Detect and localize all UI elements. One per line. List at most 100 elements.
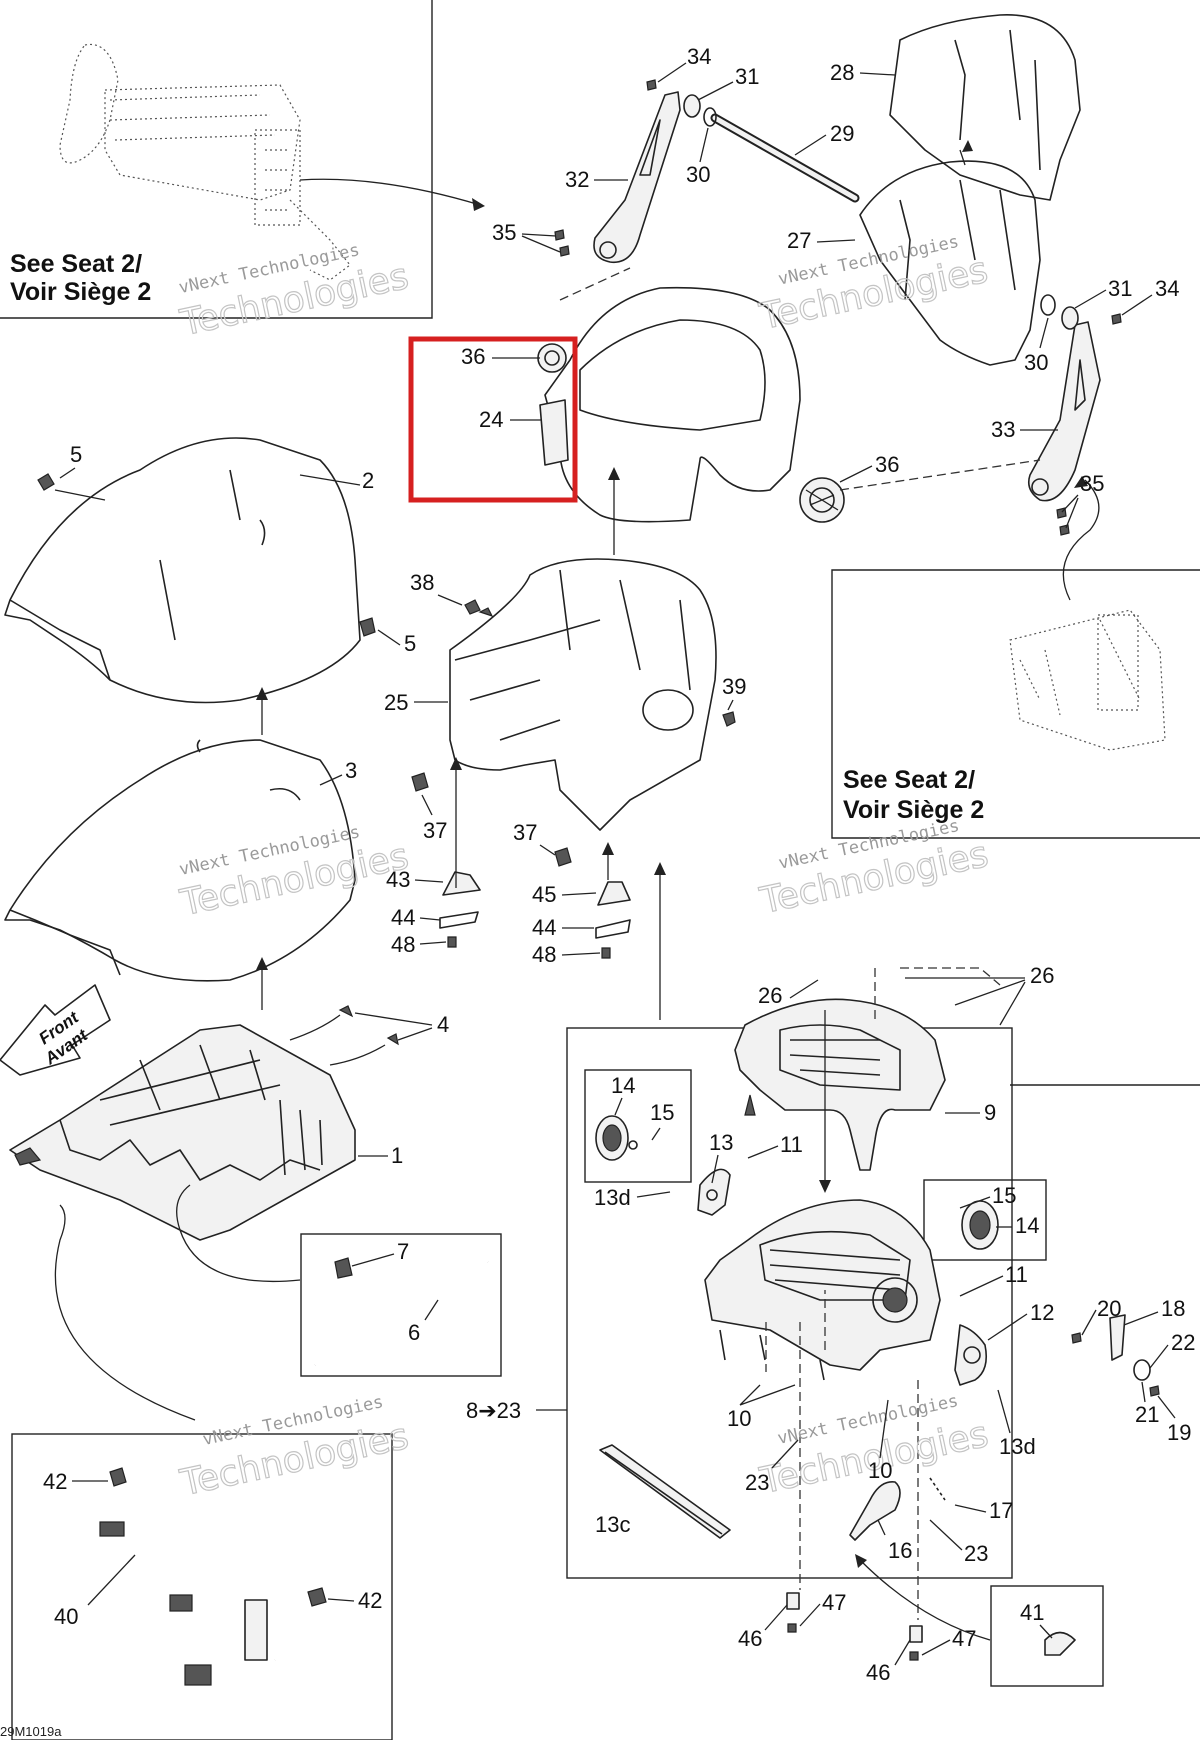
voir-siege-2-label: Voir Siège 2 (10, 278, 151, 306)
see-seat-2-label: See Seat 2/ (10, 250, 142, 278)
seat-foam-3 (4, 739, 356, 982)
callout-13: 13 (709, 1130, 733, 1155)
clip-box (990, 1585, 1104, 1687)
bearing-box-left (584, 1069, 692, 1183)
callout-44b: 44 (532, 915, 556, 940)
front-arrow: Front Avant (0, 984, 111, 1076)
callout-13d-b: 13d (999, 1434, 1036, 1459)
callout-15b: 15 (992, 1183, 1016, 1208)
callout-44a: 44 (391, 905, 415, 930)
foot-46-right (909, 1625, 923, 1643)
callout-9: 9 (984, 1100, 996, 1125)
callout-26a: 26 (758, 983, 782, 1008)
callout-17: 17 (989, 1498, 1013, 1523)
callout-34a: 34 (687, 44, 711, 69)
callout-6: 6 (408, 1320, 420, 1345)
screws-35-right (1056, 507, 1070, 536)
callout-7: 7 (397, 1239, 409, 1264)
callout-32: 32 (565, 167, 589, 192)
upper-frame-9 (734, 998, 946, 1171)
callout-8-23: 8➔23 (466, 1398, 521, 1423)
watermark-6: Technologies vNext Technologies (756, 1391, 993, 1503)
callout-1: 1 (391, 1143, 403, 1168)
callout-28: 28 (830, 60, 854, 85)
rail-13c (599, 1444, 731, 1539)
callout-15a: 15 (650, 1100, 674, 1125)
voir-siege-2-label-right: Voir Siège 2 (843, 796, 984, 824)
seat-cover-2 (4, 437, 361, 704)
callout-11b: 11 (1005, 1262, 1028, 1287)
callout-31b: 31 (1108, 276, 1132, 301)
callout-47b: 47 (952, 1626, 976, 1651)
clip-42-right (307, 1587, 327, 1607)
backrest-foam-27 (859, 160, 1041, 366)
bearing-14-left (595, 1115, 638, 1161)
callout-36b: 36 (875, 452, 899, 477)
screws-47 (787, 1623, 919, 1661)
callout-48a: 48 (391, 932, 415, 957)
see-seat-box-right: See Seat 2/ Voir Siège 2 (831, 476, 1200, 839)
callout-30b: 30 (1024, 350, 1048, 375)
callout-33: 33 (991, 417, 1015, 442)
clip-41 (1044, 1631, 1076, 1656)
clip-37-right (554, 847, 572, 867)
bushings-30-31-right (1040, 294, 1079, 330)
cam-clip-36-left (537, 343, 567, 373)
arrow-up-1 (256, 957, 268, 970)
clip-37-left (411, 772, 429, 792)
foot-46-left (786, 1592, 800, 1610)
watermark-1: Technologies vNext Technologies (176, 240, 413, 345)
arm-33 (1027, 321, 1101, 502)
callout-42b: 42 (358, 1588, 382, 1613)
cam-clip-36-right (799, 477, 845, 523)
screw-34-right (1111, 313, 1122, 325)
clip-42-top (109, 1467, 127, 1487)
backrest-cover-28 (889, 14, 1081, 201)
callout-39: 39 (722, 674, 746, 699)
callout-40: 40 (54, 1604, 78, 1629)
clip-38 (464, 599, 494, 618)
callout-46b: 46 (866, 1660, 890, 1685)
callout-29: 29 (830, 121, 854, 146)
watermark-4: Technologies vNext Technologies (756, 816, 993, 923)
callout-4: 4 (437, 1012, 449, 1037)
bracket-45-group (595, 881, 631, 959)
highlight-box (408, 336, 578, 503)
bearing-14-right (961, 1200, 999, 1250)
callout-27: 27 (787, 228, 811, 253)
callout-35b: 35 (1080, 471, 1104, 496)
screws-35-left (554, 229, 570, 257)
callout-5: 5 (70, 442, 82, 467)
callout-10b: 10 (868, 1458, 892, 1483)
callout-10a: 10 (727, 1406, 751, 1431)
callout-23b: 23 (964, 1541, 988, 1566)
clip-5-bottom (359, 617, 376, 637)
clip-5-top (37, 473, 55, 491)
callout-5b: 5 (404, 631, 416, 656)
lever-16-17 (849, 1477, 946, 1541)
watermark-3: Technologies vNext Technologies (176, 822, 413, 925)
arrow-up-2 (256, 687, 268, 700)
callout-3: 3 (345, 758, 357, 783)
see-seat-box-top-left: See Seat 2/ Voir Siège 2 (0, 0, 485, 319)
callout-36a: 36 (461, 344, 485, 369)
callout-12: 12 (1030, 1300, 1054, 1325)
seat-foam-25 (449, 558, 717, 831)
callout-31a: 31 (735, 64, 759, 89)
callout-19: 19 (1167, 1420, 1191, 1445)
lower-frame (704, 1199, 941, 1381)
bearing-box-right (923, 1179, 1047, 1261)
callout-37a: 37 (423, 818, 447, 843)
seat-cover-24 (539, 286, 801, 523)
callout-20: 20 (1097, 1296, 1121, 1321)
callout-25: 25 (384, 690, 408, 715)
figure-code: 29M1019a (0, 1724, 62, 1739)
callout-22: 22 (1171, 1330, 1195, 1355)
callout-18: 18 (1161, 1296, 1185, 1321)
callout-47a: 47 (822, 1590, 846, 1615)
screws-4 (338, 1005, 399, 1046)
callout-16: 16 (888, 1538, 912, 1563)
callout-34b: 34 (1155, 276, 1179, 301)
callout-38: 38 (410, 570, 434, 595)
callout-2: 2 (362, 468, 374, 493)
